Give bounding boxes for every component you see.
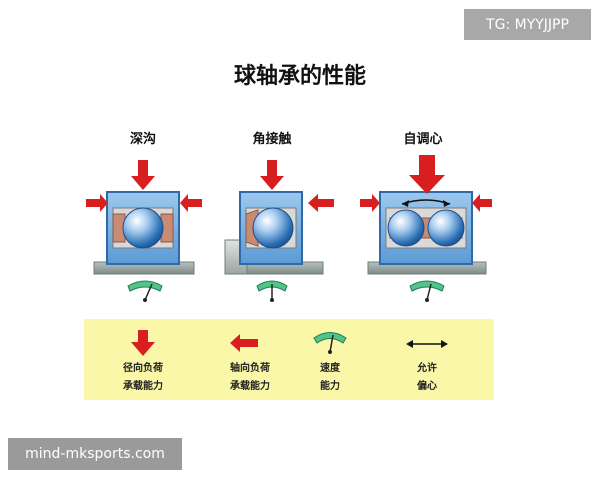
ball-left [387,209,425,247]
diagram-title: 球轴承的性能 [233,64,366,89]
legend-misalignment: 允许偏心 [417,363,437,392]
speed-gauge-icon [256,280,288,302]
axial-load-arrow-left-icon [360,194,380,212]
ball [252,207,294,249]
legend-radial-load: 径向负荷承载能力 [123,363,163,392]
radial-load-arrow-icon [409,155,445,194]
deep-groove-label: 深沟 [129,132,156,147]
misalignment-double-arrow-icon [406,340,448,348]
angular-contact-bearing [224,191,324,275]
axial-load-arrow-icon [230,334,258,352]
axial-load-arrow-icon [308,194,334,212]
angular-contact-label: 角接触 [252,132,292,147]
radial-load-arrow-icon [131,330,155,356]
speed-gauge-icon [409,280,445,302]
telegram-watermark: TG: MYYJJPP [464,9,591,40]
self-aligning-label: 自调心 [403,132,443,147]
legend-axial-load: 轴向负荷承载能力 [230,363,270,392]
deep-groove-bearing [93,191,195,275]
axial-load-arrow-right-icon [180,194,202,212]
axial-load-arrow-right-icon [472,194,492,212]
axial-load-arrow-left-icon [86,194,108,212]
legend-speed: 速度能力 [320,363,340,392]
legend-panel [84,319,494,400]
misalignment-double-arrow-icon [401,199,451,207]
radial-load-arrow-icon [131,160,155,190]
self-aligning-bearing [367,191,487,275]
site-watermark: mind-mksports.com [8,438,182,470]
ball-right [427,209,465,247]
speed-gauge-icon [127,280,163,302]
radial-load-arrow-icon [260,160,284,190]
speed-gauge-icon [313,332,347,354]
ball [122,207,164,249]
